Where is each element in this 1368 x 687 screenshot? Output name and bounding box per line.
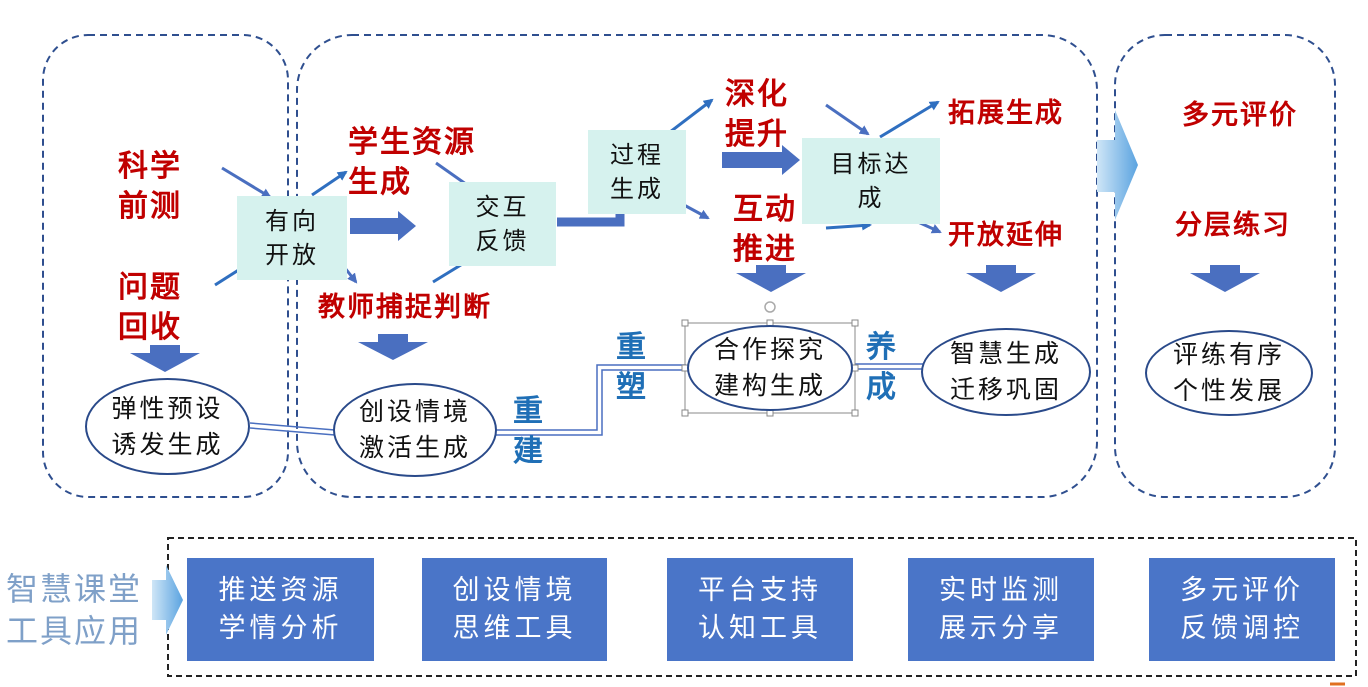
down-arrow-cooperate (736, 265, 806, 292)
reshape-label: 重 塑 (616, 330, 646, 405)
caption-arrow (152, 565, 183, 635)
process-generation-box: 过程 生成 (588, 130, 686, 214)
arrow-process-to-push (683, 203, 710, 220)
thick-arrow-open-to-interact (350, 211, 416, 241)
cooperate-explore-oval: 合作探究 建构生成 (687, 325, 853, 411)
tool-box-monitor: 实时监测 展示分享 (908, 558, 1094, 661)
deepen-improve-label: 深化 提升 (725, 77, 789, 152)
expand-generation-label: 拓展生成 (948, 98, 1064, 129)
layered-practice-label: 分层练习 (1175, 210, 1291, 241)
science-pretest-label: 科学 前测 (118, 149, 182, 224)
interaction-push-label: 互动 推进 (733, 192, 797, 267)
problem-recycle-label: 问题 回收 (118, 270, 182, 345)
interaction-feedback-box: 交互 反馈 (449, 182, 556, 266)
student-resource-label: 学生资源 生成 (348, 125, 476, 200)
selection-box (681, 301, 859, 417)
down-arrow-left (130, 345, 200, 372)
cultivate-label: 养 成 (866, 330, 896, 405)
goal-achieved-box: 目标达 成 (802, 138, 940, 224)
tool-box-platform: 平台支持 认知工具 (667, 558, 853, 661)
open-extension-label: 开放延伸 (948, 220, 1064, 251)
teacher-capture-label: 教师捕捉判断 (318, 292, 492, 323)
tools-caption: 智慧课堂 工具应用 (6, 570, 143, 650)
situation-activate-oval: 创设情境 激活生成 (333, 383, 497, 477)
tool-box-evaluation: 多元评价 反馈调控 (1149, 558, 1335, 661)
directed-open-box: 有向 开放 (237, 196, 347, 280)
arrow-test-to-open (221, 166, 272, 199)
down-arrow-situation (358, 334, 428, 360)
oval-connectors (249, 363, 924, 436)
flexible-preset-oval: 弹性预设 诱发生成 (85, 378, 250, 475)
arrow-process-to-deepen (669, 98, 714, 134)
rebuild-label: 重 建 (513, 394, 543, 469)
down-arrow-wisdom (966, 265, 1036, 292)
ordered-practice-oval: 评练有序 个性发展 (1145, 330, 1313, 416)
multi-evaluation-label: 多元评价 (1182, 100, 1298, 131)
down-arrow-right (1190, 265, 1260, 292)
thick-arrow-deepen-to-goal (722, 145, 800, 175)
tool-box-situation: 创设情境 思维工具 (422, 558, 607, 661)
wisdom-generation-oval: 智慧生成 迁移巩固 (921, 328, 1091, 416)
arrow-push-to-goal (825, 220, 872, 231)
right-section-frame (1114, 34, 1336, 498)
arrow-goal-to-expand (879, 100, 940, 139)
tool-box-push-resource: 推送资源 学情分析 (187, 558, 374, 661)
arrow-deepen-to-goal (825, 103, 870, 136)
arrow-open-to-resource (311, 170, 348, 197)
big-transition-arrow (1097, 110, 1138, 220)
